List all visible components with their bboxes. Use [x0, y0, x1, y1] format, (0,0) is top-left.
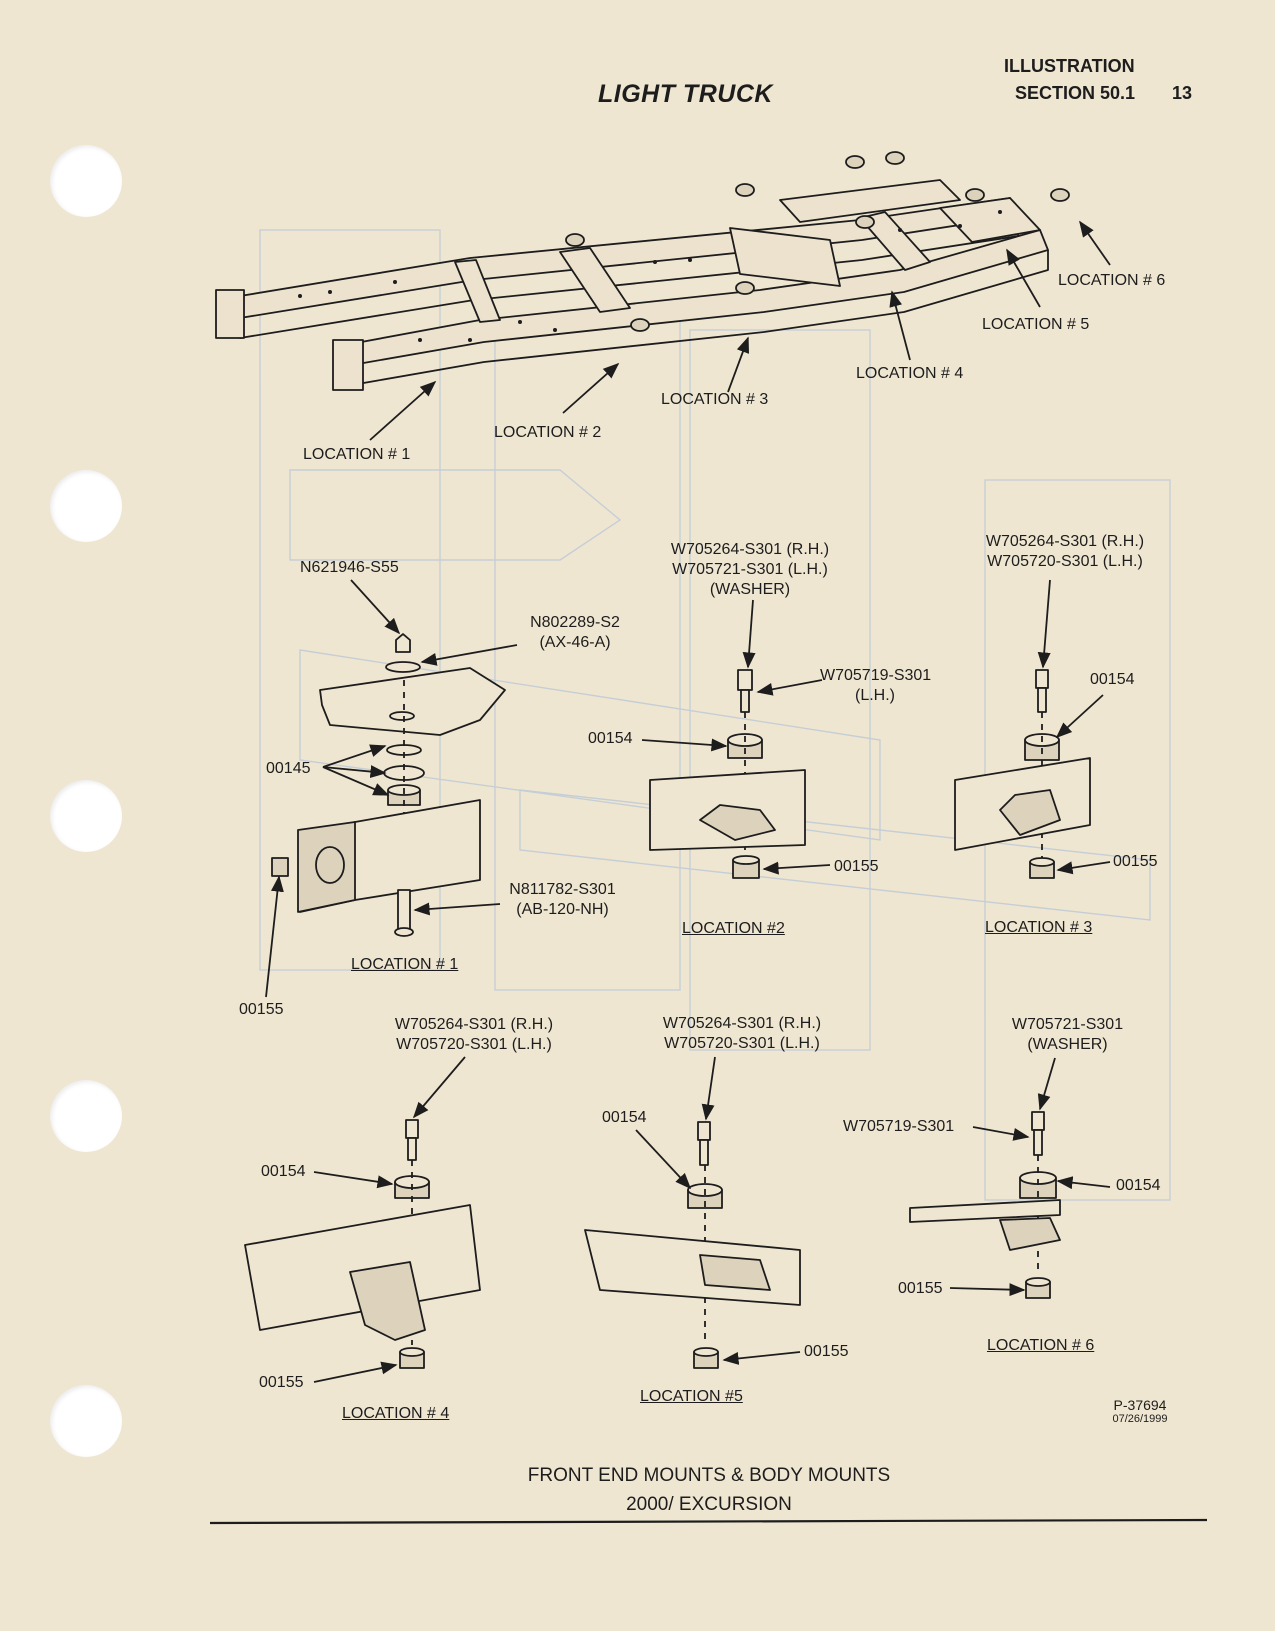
page-title: LIGHT TRUCK [598, 80, 773, 108]
loc5-lower-label: 00155 [804, 1343, 849, 1360]
loc2-bolt2-part: W705719-S301 [820, 667, 932, 684]
loc5-upper-label: 00154 [602, 1109, 647, 1126]
loc5-bolt-lh: W705720-S301 (L.H.) [664, 1035, 820, 1052]
frame-location-2: LOCATION # 2 [494, 424, 602, 441]
loc1-bolt-label: N811782-S301 (AB-120-NH) [505, 880, 620, 920]
frame-location-5: LOCATION # 5 [982, 316, 1090, 333]
detail-location-2 [641, 599, 831, 879]
loc3-lower-label: 00155 [1113, 853, 1158, 870]
loc6-lower-label: 00155 [898, 1280, 943, 1297]
figure-caption-line1: FRONT END MOUNTS & BODY MOUNTS [527, 1465, 891, 1486]
loc1-washer-spec: (AX-46-A) [539, 634, 611, 651]
figure-caption-line2: 2000/ EXCURSION [626, 1494, 792, 1515]
binder-hole [50, 145, 122, 217]
loc1-washer-part: N802289-S2 [530, 614, 620, 631]
loc1-bolt-part: N811782-S301 [509, 881, 616, 898]
drawing-ref-id: P-37694 [1113, 1397, 1167, 1413]
binder-hole [50, 780, 122, 852]
loc1-bolt-spec: (AB-120-NH) [516, 901, 609, 918]
drawing-ref-date: 07/26/1999 [1112, 1413, 1168, 1425]
loc3-upper-label: 00154 [1090, 671, 1135, 688]
loc1-washer-label: N802289-S2 (AX-46-A) [520, 613, 630, 653]
loc3-caption: LOCATION # 3 [985, 919, 1093, 936]
section-label: SECTION 50.1 [1015, 83, 1136, 103]
binder-hole [50, 470, 122, 542]
loc2-upper-label: 00154 [588, 730, 633, 747]
page-number: 13 [1172, 83, 1193, 103]
loc6-washer-part: W705721-S301 [1011, 1016, 1124, 1033]
binder-hole [50, 1080, 122, 1152]
loc4-bolt-label: W705264-S301 (R.H.) W705720-S301 (L.H.) [384, 1015, 564, 1055]
loc1-lower-label: 00155 [239, 1001, 284, 1018]
chassis-frame [215, 151, 1070, 391]
bleed-through [259, 229, 1171, 1201]
loc2-bolt-lh: W705721-S301 (L.H.) [672, 561, 828, 578]
loc4-lower-label: 00155 [259, 1374, 304, 1391]
loc2-bolt2-label: W705719-S301 (L.H.) [820, 666, 932, 706]
frame-location-4: LOCATION # 4 [856, 365, 964, 382]
detail-location-4 [244, 1056, 481, 1383]
loc2-bolt-label: W705264-S301 (R.H.) W705721-S301 (L.H.) … [660, 540, 840, 600]
loc5-caption: LOCATION #5 [640, 1388, 743, 1405]
loc6-bolt-label: W705719-S301 [843, 1118, 955, 1135]
loc6-caption: LOCATION # 6 [987, 1337, 1095, 1354]
loc1-nut-label: N621946-S55 [300, 559, 399, 576]
detail-location-5 [584, 1056, 801, 1369]
illustration-label: ILLUSTRATION [1004, 56, 1135, 76]
loc4-caption: LOCATION # 4 [342, 1405, 450, 1422]
loc6-upper-label: 00154 [1116, 1177, 1161, 1194]
loc6-washer-label: W705721-S301 (WASHER) [1000, 1015, 1135, 1055]
loc6-washer-desc: (WASHER) [1027, 1036, 1108, 1053]
frame-location-1: LOCATION # 1 [303, 446, 411, 463]
loc2-caption: LOCATION #2 [682, 920, 785, 937]
bottom-rule [209, 1518, 1208, 1525]
frame-leaders [369, 220, 1111, 441]
frame-location-6: LOCATION # 6 [1058, 272, 1166, 289]
frame-location-3: LOCATION # 3 [661, 391, 769, 408]
loc2-lower-label: 00155 [834, 858, 879, 875]
loc5-bolt-rh: W705264-S301 (R.H.) [662, 1015, 822, 1032]
binder-hole [50, 1385, 122, 1457]
loc1-caption: LOCATION # 1 [351, 956, 459, 973]
loc4-upper-label: 00154 [261, 1163, 306, 1180]
loc2-bolt-rh: W705264-S301 (R.H.) [670, 541, 830, 558]
loc3-bolt-lh: W705720-S301 (L.H.) [987, 553, 1143, 570]
detail-location-3 [954, 579, 1111, 879]
loc3-bolt-label: W705264-S301 (R.H.) W705720-S301 (L.H.) [975, 532, 1155, 572]
loc2-washer: (WASHER) [709, 581, 791, 598]
drawing-reference: P-37694 07/26/1999 [1100, 1398, 1180, 1426]
loc4-bolt-rh: W705264-S301 (R.H.) [394, 1016, 554, 1033]
loc4-bolt-lh: W705720-S301 (L.H.) [396, 1036, 552, 1053]
detail-location-6 [909, 1057, 1111, 1299]
loc3-bolt-rh: W705264-S301 (R.H.) [985, 533, 1145, 550]
loc5-bolt-label: W705264-S301 (R.H.) W705720-S301 (L.H.) [652, 1014, 832, 1054]
loc2-bolt2-side: (L.H.) [855, 687, 895, 704]
loc1-insulators-label: 00145 [266, 760, 311, 777]
detail-location-1 [265, 579, 518, 998]
